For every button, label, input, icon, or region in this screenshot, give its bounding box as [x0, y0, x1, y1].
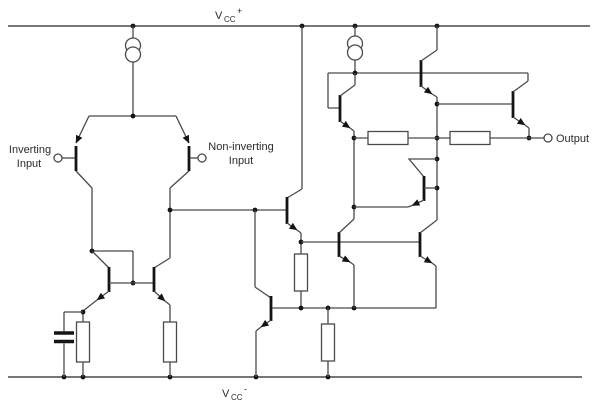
transistor-q6-diode [327, 73, 357, 219]
transistor-qd-bias-diode [354, 158, 437, 208]
transistor-q7-sink [254, 210, 273, 377]
stage1-output-wire [167, 207, 287, 213]
transistor-q9 [418, 219, 438, 308]
svg-text:CC: CC [224, 15, 236, 24]
inverting-input-label: Inverting Input [9, 144, 51, 170]
transistor-q12-output [437, 73, 532, 141]
svg-text:V: V [222, 388, 230, 400]
noninverting-input-terminal [197, 153, 207, 163]
vcc-plus-rail [8, 23, 590, 29]
transistor-q8 [337, 218, 355, 308]
current-source-icon [124, 26, 142, 116]
transistor-q4-mirror-right [152, 257, 171, 322]
svg-text:Output: Output [556, 133, 589, 145]
output-terminal [543, 133, 553, 143]
transistor-q5-gain [285, 26, 303, 242]
resistor-r5 [367, 130, 409, 146]
svg-text:-: - [244, 384, 247, 394]
current-source-icon-2 [346, 26, 364, 73]
vcc-minus-rail [8, 374, 582, 380]
bias-bus-wire [328, 70, 528, 76]
svg-text:V: V [215, 10, 223, 22]
svg-text:Non-inverting: Non-inverting [208, 141, 273, 153]
resistor-r3 [293, 239, 309, 308]
transistor-q3-mirror-left [80, 250, 154, 322]
noninverting-input-label: Non-inverting Input [208, 141, 273, 167]
svg-text:+: + [237, 6, 242, 16]
diff-pair-emitter-wire [89, 113, 176, 119]
vcc-plus-label: V CC + [215, 6, 242, 24]
resistor-r2 [162, 321, 178, 377]
capacitor-icon [54, 311, 83, 377]
transistor-q1-inverting [62, 115, 93, 251]
resistor-r6 [449, 130, 491, 146]
inverting-input-terminal [53, 153, 63, 163]
svg-text:Input: Input [17, 158, 41, 170]
output-label: Output [556, 133, 589, 145]
mirror-tie-wire [89, 248, 136, 286]
svg-text:Input: Input [229, 155, 253, 167]
transistor-q2-noninverting [169, 115, 198, 258]
svg-text:CC: CC [231, 393, 243, 402]
resistor-r1 [75, 321, 91, 377]
vcc-minus-label: V CC - [222, 384, 247, 402]
svg-text:Inverting: Inverting [9, 144, 51, 156]
resistor-r4 [320, 308, 336, 377]
